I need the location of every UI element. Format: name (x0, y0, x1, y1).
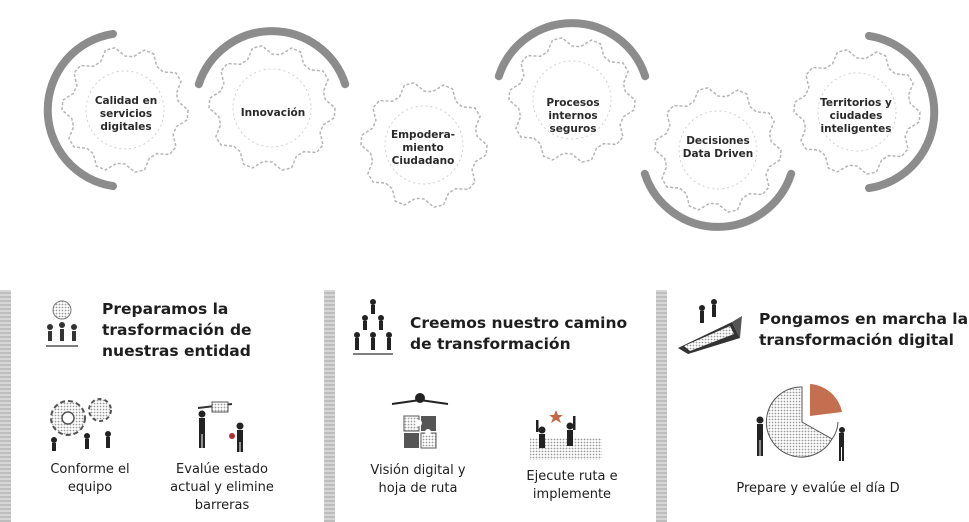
puzzle-icon (391, 393, 449, 449)
pie-chart-icon (756, 384, 845, 461)
gear-arc (494, 19, 650, 81)
gear-icon (61, 46, 189, 174)
gear-label-decisiones: Decisiones Data Driven (682, 135, 754, 160)
panel-create-path: Creemos nuestro camino de transformación… (324, 290, 654, 522)
panel-title: Creemos nuestro camino de transformación (410, 314, 628, 353)
gear-inner-ring (532, 60, 612, 140)
step-label-evalue-estado: Evalúe estado actual y elimine barreras (170, 462, 274, 513)
step-label-ejecute-ruta: Ejecute ruta e implemente (526, 469, 618, 502)
panel-title: Preparamos la trasformación de nuestras … (102, 300, 252, 360)
gear-arc (865, 31, 939, 193)
gear-chain-diagram (43, 19, 939, 231)
gear-label-procesos: Procesos internos seguros (546, 97, 600, 135)
panel-launch: Pongamos en marcha la transformación dig… (656, 290, 969, 522)
gear-arc (43, 29, 117, 191)
gear-label-territorios: Territorios y ciudades inteligentes (820, 97, 892, 135)
step-label-prepare-dia-d: Prepare y evalúe el día D (736, 481, 900, 496)
celebration-icon (353, 299, 393, 355)
gear-team-icon (50, 398, 112, 451)
gear-arc (640, 169, 796, 231)
step-label-vision-digital: Visión digital y hoja de ruta (370, 463, 466, 496)
gear-inner-ring (232, 68, 312, 148)
panel-divider-bar (656, 290, 667, 522)
panel-prepare: Preparamos la trasformación de nuestras … (0, 290, 320, 522)
panel-divider-bar (324, 290, 335, 522)
gear-icon (654, 86, 782, 214)
gear-inner-ring (384, 105, 464, 185)
gear-label-empoderamiento: Empodera- miento Ciudadano (390, 129, 456, 167)
gear-inner-ring (85, 70, 165, 150)
barrier-icon (197, 401, 244, 452)
gear-icon (208, 44, 336, 172)
trophy-team-icon (530, 410, 602, 460)
rocket-icon (678, 299, 742, 354)
gear-inner-ring (817, 72, 897, 152)
gear-icon (793, 48, 921, 176)
gear-label-calidad: Calidad en servicios digitales (94, 95, 158, 133)
panel-divider-bar (0, 290, 11, 522)
gear-icon (360, 81, 488, 209)
team-icon (46, 300, 78, 347)
gear-icon (508, 36, 636, 164)
gear-inner-ring (678, 110, 758, 190)
gear-label-innovacion: Innovación (240, 107, 306, 119)
step-label-conforme-equipo: Conforme el equipo (50, 462, 130, 495)
panel-title: Pongamos en marcha la transformación dig… (759, 310, 969, 349)
gear-arc (194, 27, 350, 89)
